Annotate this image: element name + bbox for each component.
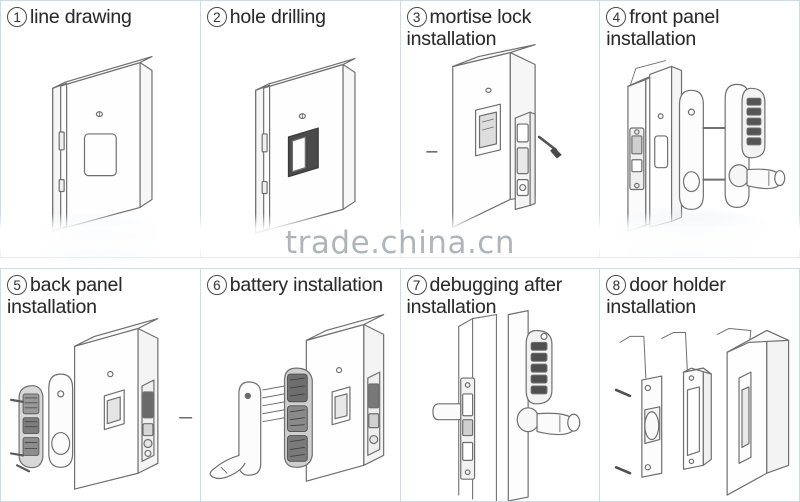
panel-2-number: 2 [206, 7, 227, 27]
panel-2-illustration [201, 1, 400, 257]
panel-3-illustration [401, 1, 600, 257]
panel-1-caption-text: line drawing [30, 6, 132, 28]
panel-7-caption-text: debugging after installation [406, 274, 563, 318]
panel-4-caption-text: front panel installation [606, 6, 720, 50]
panel-5-illustration [1, 269, 200, 501]
panel-6-illustration [201, 269, 400, 501]
panel-2-caption-text: hole drilling [229, 6, 326, 28]
panel-4-illustration [600, 1, 799, 257]
panel-8-number: 8 [606, 275, 627, 295]
panel-7-illustration [401, 269, 600, 501]
panel-1-illustration [1, 1, 200, 257]
panel-1-number: 1 [7, 7, 27, 27]
panel-8-illustration [600, 269, 799, 501]
panel-4-number: 4 [606, 7, 627, 27]
panel-3-number: 3 [406, 7, 427, 27]
panel-6-number: 6 [206, 275, 227, 295]
panel-5-caption-text: back panel installation [7, 274, 123, 318]
panel-5-number: 5 [7, 275, 27, 295]
panel-3-caption-text: mortise lock installation [406, 6, 532, 50]
panel-6-caption-text: battery installation [229, 274, 383, 296]
panel-7-number: 7 [406, 275, 427, 295]
panel-8-caption-text: door holder installation [606, 274, 726, 318]
